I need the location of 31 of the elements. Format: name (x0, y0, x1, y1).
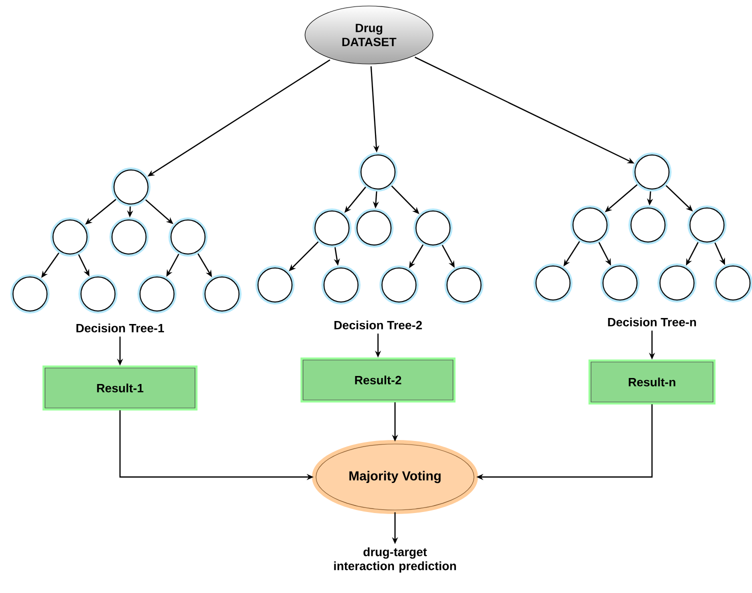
tree-node-circle (354, 208, 394, 248)
result-box: Result-n (588, 360, 716, 404)
tree-node-circle (414, 208, 452, 248)
tree-node-circle (628, 206, 668, 244)
tree-node-circle (168, 218, 208, 256)
tree-node-circle (110, 218, 148, 256)
tree-node-circle (50, 218, 90, 256)
tree-node-circle (138, 274, 176, 314)
tree-label: Decision Tree-2 (334, 320, 422, 330)
tree-node-circle (202, 274, 242, 314)
tree-label: Decision Tree-n (608, 318, 696, 326)
tree-node-circle (358, 152, 398, 192)
tree-node-circle (658, 264, 696, 302)
output-text: drug-target interaction prediction (334, 547, 456, 573)
tree-node-circle (256, 266, 294, 304)
tree-node-circle (444, 266, 484, 304)
tree-node-circle (322, 266, 360, 304)
tree-node-circle (112, 168, 150, 206)
tree-node-circle (570, 206, 610, 244)
tree-node-circle (688, 206, 726, 244)
tree-node-circle (380, 266, 418, 304)
tree-node-circle (632, 152, 672, 192)
tree-node-circle (534, 264, 572, 302)
tree-node-circle (312, 208, 352, 248)
result-box: Result-2 (300, 358, 456, 402)
tree-node-circle (10, 274, 50, 314)
tree-label: Decision Tree-1 (76, 324, 164, 332)
tree-node-circle (600, 264, 640, 302)
result-box: Result-1 (42, 366, 198, 410)
tree-node-circle (714, 264, 752, 302)
tree-node-circle (78, 274, 118, 314)
